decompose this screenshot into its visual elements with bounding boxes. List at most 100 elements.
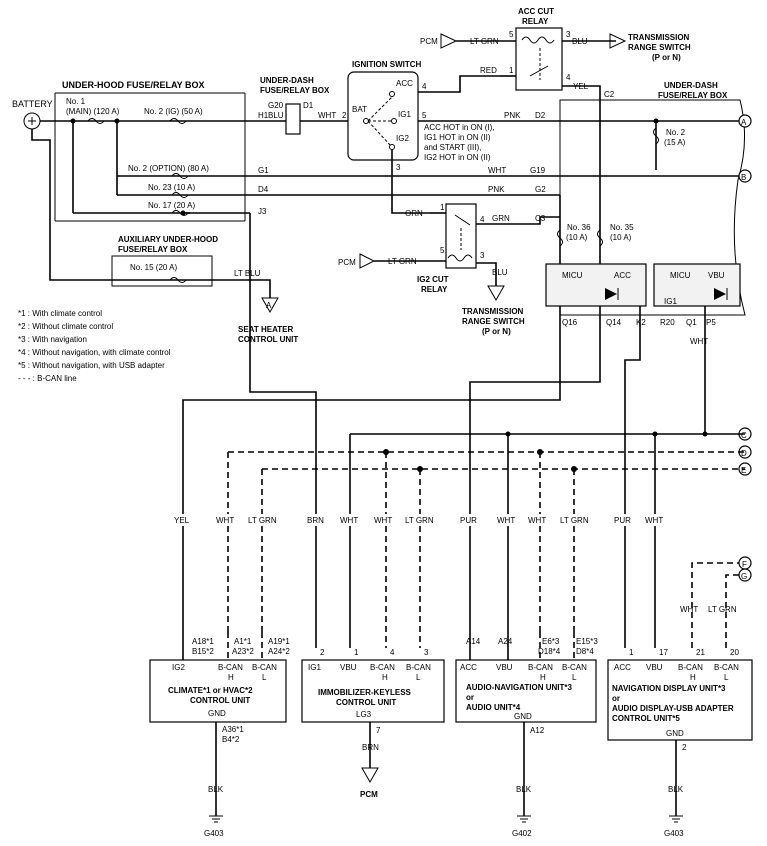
ground-g403-left: G403: [204, 815, 224, 838]
svg-text:*4 : Without navigation, with: *4 : Without navigation, with climate co…: [18, 348, 171, 357]
pin-d2: D2: [535, 111, 546, 120]
svg-text:ACC: ACC: [614, 663, 631, 672]
svg-text:B4*2: B4*2: [222, 735, 240, 744]
pin-c3: C3: [535, 214, 546, 223]
ign-pin2: 2: [342, 111, 347, 120]
svg-text:1: 1: [629, 648, 634, 657]
svg-text:D8*4: D8*4: [576, 647, 594, 656]
audio-wire-wht1: WHT: [497, 516, 515, 525]
ig2-pin3: 3: [480, 251, 485, 260]
wire-ltblu: LT BLU: [234, 269, 261, 278]
navigation-display-unit: [607, 659, 753, 741]
pin-j3: J3: [258, 207, 267, 216]
pin-g19: G19: [530, 166, 546, 175]
pin-p5: P5: [706, 318, 716, 327]
fuse35-label: No. 35: [610, 223, 634, 232]
svg-text:2: 2: [682, 743, 687, 752]
immob-pcm: PCM: [360, 790, 378, 799]
aux-box-title1: AUXILIARY UNDER-HOOD: [118, 235, 218, 244]
wire-red: RED: [480, 66, 497, 75]
climate-wire-wht: WHT: [216, 516, 234, 525]
pin-g1: G1: [258, 166, 269, 175]
fuse-option-label: No. 2 (OPTION) (80 A): [128, 164, 209, 173]
ign-note2: IG1 HOT in ON (II): [424, 133, 491, 142]
fuse1-label: No. 1: [66, 97, 86, 106]
ig2-title2: RELAY: [421, 285, 448, 294]
acc-trs3: (P or N): [652, 53, 681, 62]
fuse17-label: No. 17 (20 A): [148, 201, 195, 210]
svg-text:B-CAN: B-CAN: [528, 663, 553, 672]
acc-pin3: 3: [566, 30, 571, 39]
pin-d4: D4: [258, 185, 269, 194]
svg-text:G: G: [741, 572, 747, 581]
acc-ltgrn: LT GRN: [470, 37, 499, 46]
fuse1-rating: (MAIN) (120 A): [66, 107, 120, 116]
svg-text:GND: GND: [514, 712, 532, 721]
climate-control-unit: [149, 659, 287, 723]
ign-bat: BAT: [352, 105, 367, 114]
ig2-pin4: 4: [480, 215, 485, 224]
pin-d1: D1: [303, 101, 314, 110]
svg-text:BLK: BLK: [516, 785, 532, 794]
svg-text:AUDIO UNIT*4: AUDIO UNIT*4: [466, 703, 521, 712]
fuse2-ig-label: No. 2 (IG) (50 A): [144, 107, 203, 116]
svg-text:B-CAN: B-CAN: [678, 663, 703, 672]
immobilizer-keyless-unit: [301, 659, 445, 723]
svg-text:17: 17: [659, 648, 668, 657]
wire-wht: WHT: [318, 111, 336, 120]
climate-wire-yel: YEL: [174, 516, 190, 525]
svg-text:L: L: [262, 673, 267, 682]
svg-text:A14: A14: [466, 637, 481, 646]
fuse35-rating: (10 A): [610, 233, 632, 242]
svg-text:*3 : With navigation: *3 : With navigation: [18, 335, 87, 344]
connector-b: B: [738, 169, 752, 183]
audio-navigation-unit: [455, 659, 597, 723]
ignition-switch-title: IGNITION SWITCH: [352, 60, 422, 69]
audio-name: AUDIO-NAVIGATION UNIT*3: [466, 683, 572, 692]
ig2-ltgrn: LT GRN: [388, 257, 417, 266]
acc-blu: BLU: [572, 37, 588, 46]
ground-g402: G402: [512, 815, 532, 838]
connector-g: G: [738, 568, 752, 582]
nav-wire-wht: WHT: [645, 516, 663, 525]
wire-pnk2: PNK: [488, 185, 505, 194]
fuse23-label: No. 23 (10 A): [148, 183, 195, 192]
ign-pin3: 3: [396, 163, 401, 172]
wire-wht2: WHT: [488, 166, 506, 175]
under-dash-left-title1: UNDER-DASH: [260, 76, 314, 85]
climate-pin-a24: A24*2: [268, 647, 290, 656]
acc-pin4: 4: [566, 73, 571, 82]
svg-text:A: A: [266, 301, 272, 310]
svg-text:B-CAN: B-CAN: [714, 663, 739, 672]
connector-f: F: [738, 556, 752, 570]
ign-pin4: 4: [422, 82, 427, 91]
immob-wire-wht2: WHT: [374, 516, 392, 525]
fuse15-label: No. 15 (20 A): [130, 263, 177, 272]
wire-blu: BLU: [268, 111, 284, 120]
micu-left-label: MICU: [562, 271, 583, 280]
svg-text:H: H: [540, 673, 546, 682]
acc-yel: YEL: [573, 82, 589, 91]
under-dash-right-title1: UNDER-DASH: [664, 81, 718, 90]
ig2-title1: IG2 CUT: [417, 275, 449, 284]
svg-text:BLK: BLK: [208, 785, 224, 794]
acc-pcm: PCM: [420, 37, 438, 46]
ig2-orn: ORN: [405, 209, 423, 218]
svg-text:GND: GND: [666, 729, 684, 738]
svg-text:E6*3: E6*3: [542, 637, 560, 646]
micu-right: [653, 263, 741, 307]
ign-note1: ACC HOT in ON (I),: [424, 123, 495, 132]
svg-text:7: 7: [376, 726, 381, 735]
acc-cut-title1: ACC CUT: [518, 7, 554, 16]
seat-heater-l1: SEAT HEATER: [238, 325, 293, 334]
under-dash-left-fuse: [285, 103, 301, 135]
svg-text:H: H: [382, 673, 388, 682]
svg-text:B-CAN: B-CAN: [370, 663, 395, 672]
svg-text:H: H: [228, 673, 234, 682]
fuse36-label: No. 36: [567, 223, 591, 232]
climate-pin-a1: A1*1: [234, 637, 252, 646]
svg-text:L: L: [572, 673, 577, 682]
legend: *1 : With climate control *2 : Without c…: [18, 309, 171, 383]
ign-pin5: 5: [422, 111, 427, 120]
